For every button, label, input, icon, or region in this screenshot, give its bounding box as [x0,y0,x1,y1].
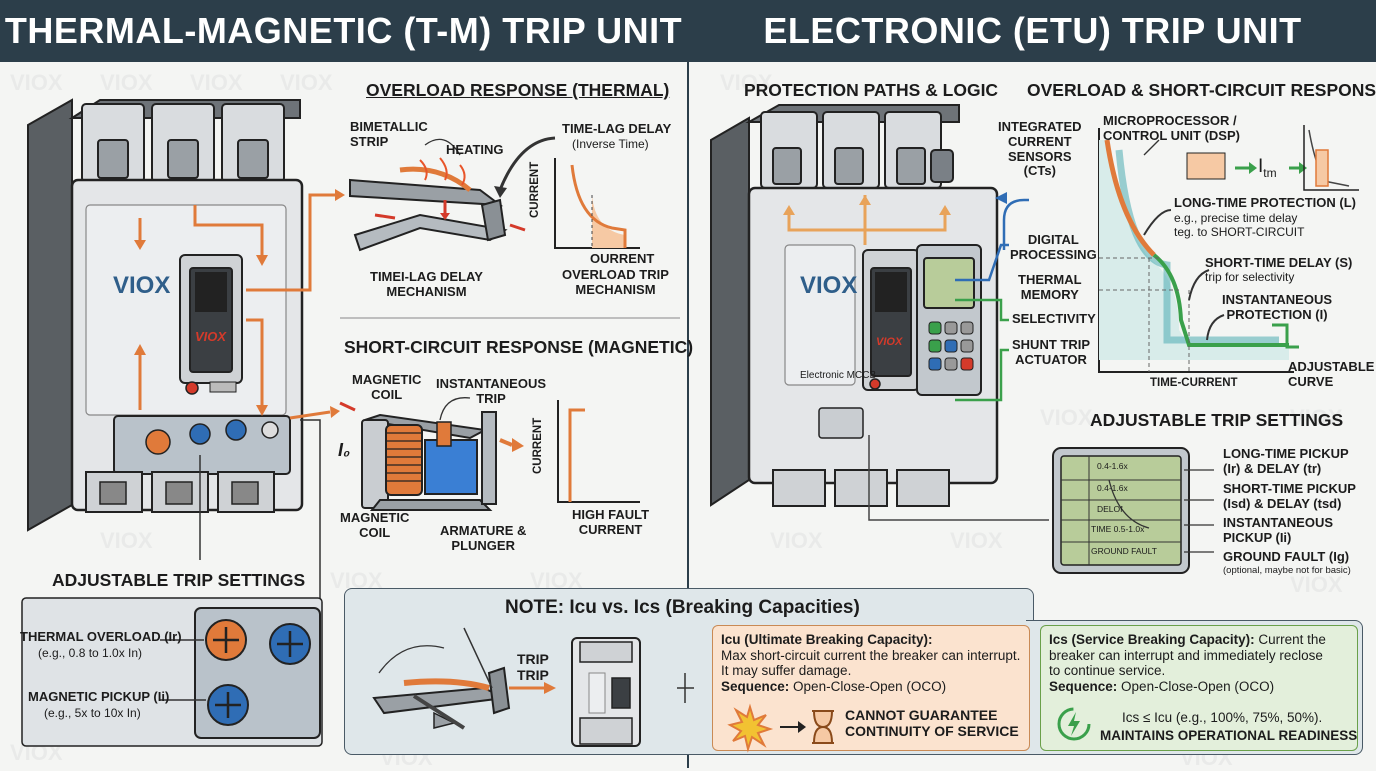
icu-warning-icons [727,703,834,753]
overload-title: OVERLOAD RESPONSE (THERMAL) [366,80,670,100]
lcd-row: 0.4-1.6x [1097,461,1128,471]
microprocessor-label: MICROPROCESSOR / CONTROL UNIT (DSP) [1103,113,1240,143]
long-time-pickup-label: LONG-TIME PICKUP (Ir) & DELAY (tr) [1223,446,1349,476]
magnetic-coil-top-label: MAGNETIC COIL [352,372,422,402]
short-circuit-title: SHORT-CIRCUIT RESPONSE (MAGNETIC) [344,337,694,357]
lcd-row: TIME 0.5-1.0x [1091,524,1145,534]
ground-fault-label: GROUND FAULT (Ig) [1223,549,1350,564]
overload-trip-mechanism-label: OVERLOAD TRIP MECHANISM [562,267,669,297]
itm-subscript: tm [1263,165,1277,180]
digital-processing-label: DIGITAL PROCESSING [1010,232,1097,262]
watermark: VIOX [1290,572,1343,597]
ics-card: Ics (Service Breaking Capacity): Current… [1040,625,1358,751]
long-time-description: e.g., precise time delay teg. to SHORT-C… [1174,211,1305,239]
instantaneous-protection-label: INSTANTANEOUS PROTECTION (I) [1222,292,1333,322]
watermark: VIOX [1040,405,1093,430]
armature-plunger-label: ARMATURE & PLUNGER [440,523,527,553]
icu-sequence: Sequence: Open-Close-Open (OCO) [721,679,1021,695]
icu-description: Max short-circuit current the breaker ca… [721,647,1021,679]
itm-symbol: Itm [1258,156,1277,180]
icu-warning: CANNOT GUARANTEE CONTINUITY OF SERVICE [845,707,1019,739]
short-time-pickup-label: SHORT-TIME PICKUP (Isd) & DELAY (tsd) [1223,481,1356,511]
shunt-trip-label: SHUNT TRIP ACTUATOR [1012,337,1090,367]
watermark: VIOX [950,528,1003,553]
tm-settings-title: ADJUSTABLE TRIP SETTINGS [52,570,306,590]
lcd-row: GROUND FAULT [1091,546,1157,556]
ics-readiness: MAINTAINS OPERATIONAL READINESS [1100,728,1358,743]
heating-label: HEATING [446,142,504,157]
instantaneous-trip-label: INSTANTANEOUS TRIP [436,376,547,406]
inverse-time-label: (Inverse Time) [572,137,649,151]
protection-paths-title: PROTECTION PATHS & LOGIC [744,80,999,100]
thermal-overload-label: THERMAL OVERLOAD (Ir) [20,629,182,644]
magnetic-coil-bottom-label: MAGNETIC COIL [340,510,410,540]
ics-description: Current the breaker can interrupt and im… [1049,632,1326,679]
etu-breaker-illustration [710,104,1359,574]
watermark: VIOX [720,70,773,95]
center-divider [687,0,689,768]
ics-title: Ics (Service Breaking Capacity): [1049,632,1255,647]
watermark: VIOX [100,528,153,553]
icu-title: Icu (Ultimate Breaking Capacity): [721,632,933,647]
lcd-row: DELOf [1097,504,1123,514]
ics-readiness-icon [1057,707,1091,741]
overload-y-label: CURRENT [529,161,541,218]
short-time-delay-label: SHORT-TIME DELAY (S) [1205,255,1353,270]
ics-sequence-label: Sequence: [1049,678,1118,694]
watermark: VIOX [10,70,63,95]
lcd-row: 0.4-1.6x [1097,483,1128,493]
long-time-protection-label: LONG-TIME PROTECTION (L) [1174,195,1356,210]
watermark: VIOX [190,70,243,95]
integrated-sensors-label: INTEGRATED CURRENT SENSORS (CTs) [998,119,1082,179]
magnetic-pickup-label: MAGNETIC PICKUP (Ii) [28,689,170,704]
instantaneous-pickup-label: INSTANTANEOUS PICKUP (Ii) [1223,515,1334,545]
icu-sequence-label: Sequence: [721,678,790,694]
header-electronic: ELECTRONIC (ETU) TRIP UNIT [689,0,1376,62]
note-title: NOTE: Icu vs. Ics (Breaking Capacities) [505,597,860,618]
magnetic-pickup-range: (e.g., 5x to 10x In) [44,706,141,720]
icu-sequence-value: Open-Close-Open (OCO) [793,678,947,694]
short-circuit-y-label: CURRENT [532,417,544,474]
tm-handle-brand: VIOX [195,329,227,344]
spark-icon [727,703,774,753]
adjustable-curve-label: ADJUSTABLE CURVE [1288,359,1375,389]
ics-title-line: Ics (Service Breaking Capacity): Current… [1049,632,1349,679]
tm-breaker-illustration [21,98,680,747]
tm-breaker-brand: VIOX [113,272,171,299]
etu-breaker-brand: VIOX [800,272,858,299]
watermark: VIOX [280,70,333,95]
bimetallic-strip-label: BIMETALLIC STRIP [350,119,428,149]
header-thermal-magnetic: THERMAL-MAGNETIC (T-M) TRIP UNIT [0,0,687,62]
etu-handle-brand: VIOX [876,336,903,348]
time-lag-mechanism-label: TIMEI-LAG DELAY MECHANISM [370,269,483,299]
watermark: VIOX [1290,405,1343,430]
high-fault-current-label: HIGH FAULT CURRENT [572,507,650,537]
ics-sequence: Sequence: Open-Close-Open (OCO) [1049,679,1349,695]
etu-settings-title: ADJUSTABLE TRIP SETTINGS [1090,410,1344,430]
ics-sequence-value: Open-Close-Open (OCO) [1121,678,1275,694]
selectivity-label: SELECTIVITY [1012,311,1096,326]
ground-fault-note: (optional, maybe not for basic) [1223,565,1351,576]
overload-short-circuit-title: OVERLOAD & SHORT-CIRCUIT RESPONSE [1027,80,1376,100]
etu-breaker-model: Electronic MCCB [800,370,877,381]
time-current-label: TIME-CURRENT [1150,377,1238,389]
watermark: VIOX [100,70,153,95]
time-lag-delay-label: TIME-LAG DELAY [562,121,672,136]
note-illustration [372,627,694,747]
thermal-memory-label: THERMAL MEMORY [1018,272,1082,302]
watermark: VIOX [770,528,823,553]
ics-formula: Ics ≤ Icu (e.g., 100%, 75%, 50%). [1122,710,1323,725]
itm-main: I [1258,156,1264,177]
thermal-overload-range: (e.g., 0.8 to 1.0x In) [38,646,143,660]
overload-x-label: OURRENT [590,251,655,266]
short-time-description: trip for selectivity [1205,270,1295,284]
trip-label: TRIP TRIP [517,651,549,683]
hourglass-icon [812,710,834,744]
fault-current-symbol: I₀ [338,440,351,460]
